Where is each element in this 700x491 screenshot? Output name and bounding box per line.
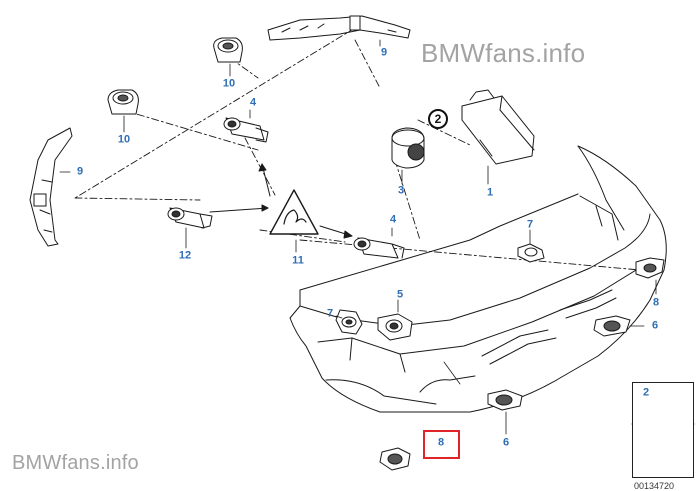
label-part-5: 5 bbox=[396, 288, 404, 301]
warning-triangle bbox=[269, 189, 319, 235]
pdc-sensor-12 bbox=[167, 207, 213, 229]
bracket-top bbox=[267, 15, 411, 41]
trim-cover-side bbox=[593, 315, 631, 337]
label-part-6-right: 6 bbox=[651, 319, 659, 332]
watermark-bottom: BMWfans.info bbox=[12, 452, 139, 474]
sensor-holder-left bbox=[107, 89, 139, 115]
label-part-8-bottom: 8 bbox=[437, 436, 445, 449]
sensor-mount bbox=[377, 313, 413, 341]
label-part-7-upper: 7 bbox=[526, 218, 534, 231]
control-unit bbox=[461, 89, 535, 165]
arrows bbox=[209, 163, 353, 239]
label-part-4-upper: 4 bbox=[249, 96, 257, 109]
pdc-sensor-lower bbox=[353, 237, 405, 259]
grommet bbox=[391, 127, 425, 169]
clip-upper bbox=[517, 243, 545, 263]
clip-lower bbox=[335, 309, 363, 335]
bracket-left bbox=[29, 127, 73, 247]
sensor-holder-top bbox=[213, 37, 243, 63]
label-part-11: 11 bbox=[292, 254, 304, 267]
label-part-9-top: 9 bbox=[380, 46, 388, 59]
label-part-3: 3 bbox=[397, 184, 405, 197]
label-part-9-left: 9 bbox=[76, 165, 84, 178]
diagram-reference: 00134720 bbox=[634, 481, 675, 491]
trim-cover-lower bbox=[379, 447, 411, 471]
label-part-1: 1 bbox=[486, 186, 494, 199]
trim-cover-right bbox=[635, 257, 665, 279]
legend-label-2: 2 bbox=[642, 386, 650, 399]
callout-circle-2: 2 bbox=[428, 109, 448, 129]
highlight-box bbox=[423, 430, 460, 459]
label-part-8-right: 8 bbox=[652, 296, 660, 309]
label-part-4-lower: 4 bbox=[389, 213, 397, 226]
rear-bumper bbox=[289, 145, 667, 413]
watermark-top: BMWfans.info bbox=[421, 38, 586, 68]
label-part-6-bottom: 6 bbox=[502, 436, 510, 449]
leader-lines bbox=[59, 39, 657, 435]
label-part-12: 12 bbox=[178, 249, 192, 262]
pdc-sensor-upper bbox=[223, 117, 269, 143]
legend-box bbox=[632, 382, 694, 478]
label-part-7-lower: 7 bbox=[326, 307, 334, 320]
trim-cover-middle bbox=[487, 389, 523, 411]
label-part-10-left: 10 bbox=[117, 133, 131, 146]
label-part-10-top: 10 bbox=[222, 77, 236, 90]
